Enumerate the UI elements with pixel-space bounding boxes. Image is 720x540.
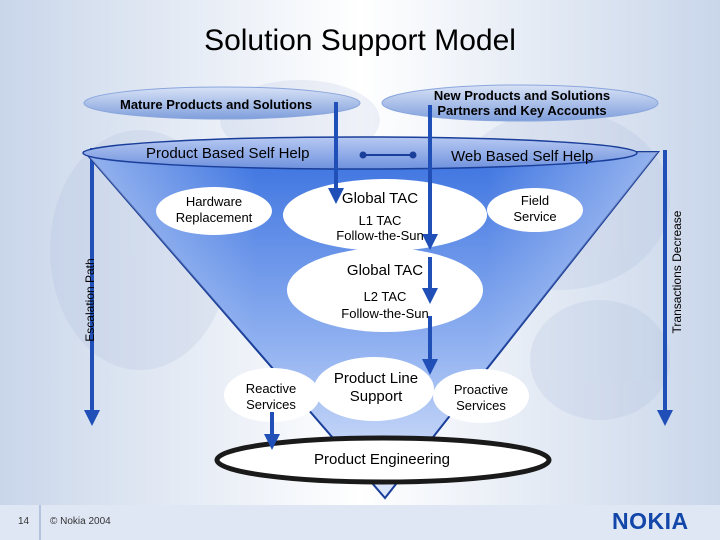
- l2-tac-label: L2 TAC Follow-the-Sun: [305, 288, 465, 322]
- product-engineering-label: Product Engineering: [314, 451, 450, 468]
- hardware-replacement-node: [156, 187, 272, 235]
- escalation-path-label: Escalation Path: [83, 258, 97, 342]
- mature-banner-label: Mature Products and Solutions: [120, 97, 313, 112]
- l1-line2: Follow-the-Sun: [336, 228, 424, 243]
- reactive-services-node: [224, 368, 320, 422]
- global-tac-l1-title: Global TAC: [341, 190, 419, 207]
- new-banner-label: New Products and Solutions Partners and …: [404, 88, 640, 118]
- slide-title: Solution Support Model: [204, 24, 516, 57]
- connector-dot-right: [409, 151, 417, 159]
- nokia-logo: NOKIA: [612, 508, 689, 534]
- product-engineering-node: [214, 435, 552, 485]
- proactive-services-label: Proactive Services: [436, 382, 526, 414]
- l2-line1: L2 TAC: [363, 289, 407, 304]
- web-self-help-label: Web Based Self Help: [451, 148, 594, 165]
- new-banner: [381, 84, 659, 122]
- field-service-label: Field Service: [495, 193, 575, 225]
- field-line1: Field: [520, 193, 550, 208]
- product-line-support-node: [314, 357, 434, 421]
- connector-dot-left: [359, 151, 367, 159]
- copyright-text: © Nokia 2004: [50, 516, 111, 527]
- product-line-line2: Support: [349, 388, 403, 405]
- hardware-line2: Replacement: [175, 210, 253, 225]
- mature-banner: [83, 86, 361, 120]
- self-help-ellipse: [82, 136, 638, 170]
- product-self-help-label: Product Based Self Help: [146, 145, 310, 162]
- l1-tac-label: L1 TAC Follow-the-Sun: [300, 213, 460, 243]
- field-line2: Service: [513, 209, 557, 224]
- hardware-line1: Hardware: [185, 194, 243, 209]
- field-service-node: [487, 188, 583, 232]
- global-tac-l2-node: [287, 248, 483, 332]
- new-banner-line2: Partners and Key Accounts: [437, 103, 607, 118]
- proactive-line1: Proactive: [453, 382, 509, 397]
- hardware-replacement-label: Hardware Replacement: [159, 194, 269, 226]
- proactive-line2: Services: [456, 398, 506, 413]
- product-line-support-label: Product Line Support: [320, 370, 432, 406]
- reactive-line1: Reactive: [245, 381, 297, 396]
- transactions-decrease-label: Transactions Decrease: [670, 210, 684, 334]
- l2-line2: Follow-the-Sun: [341, 306, 429, 321]
- global-tac-l2-title: Global TAC: [346, 262, 424, 279]
- page-number: 14: [18, 516, 30, 527]
- reactive-line2: Services: [246, 397, 296, 412]
- proactive-services-node: [433, 369, 529, 423]
- product-line-line1: Product Line: [333, 370, 419, 387]
- l1-line1: L1 TAC: [358, 213, 402, 228]
- reactive-services-label: Reactive Services: [226, 381, 316, 413]
- footer-bar: [0, 505, 720, 540]
- new-banner-line1: New Products and Solutions: [433, 88, 611, 103]
